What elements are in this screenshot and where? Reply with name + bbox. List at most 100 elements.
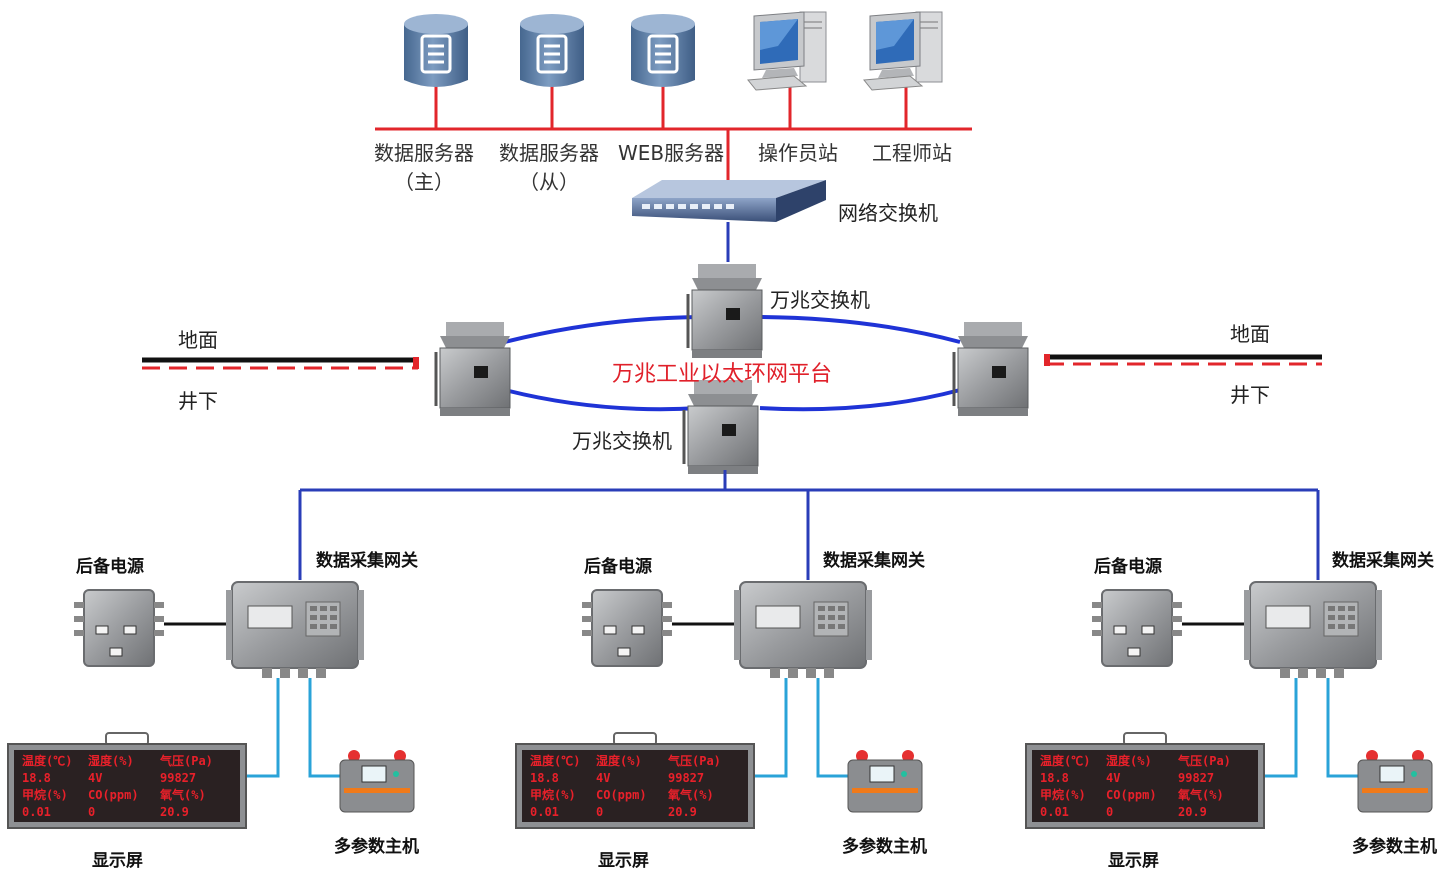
data-gateway-icon: [225, 581, 365, 679]
backup-power-label: 后备电源: [76, 557, 144, 577]
host-cable: [816, 678, 848, 778]
led-value: 气压(Pa): [159, 753, 213, 768]
led-value: 99827: [668, 771, 704, 785]
multi-parameter-host-icon: [339, 749, 415, 813]
database-server-icon: [518, 12, 586, 89]
host-cable: [308, 678, 340, 778]
led-value: 0.01: [22, 805, 51, 819]
led-value: 温度(℃): [1040, 753, 1090, 768]
server-name: WEB服务器: [618, 141, 725, 165]
led-value: 甲烷(%): [22, 787, 68, 802]
display-cable: [1264, 678, 1298, 778]
boundary-left: [142, 357, 419, 370]
network-switch-label: 网络交换机: [838, 201, 938, 225]
led-value: 温度(℃): [530, 753, 580, 768]
ground-label-right: 地面: [1230, 322, 1270, 346]
field-station-3: 温度(℃) 湿度(%) 气压(Pa) 18.8 4V 99827 甲烷(%) CO(ppm) 氧…: [1025, 581, 1433, 829]
server-name: 数据服务器: [499, 141, 599, 165]
display-cable: [246, 678, 280, 778]
backup-power-icon: [1091, 589, 1183, 667]
led-value: 0.01: [1040, 805, 1069, 819]
led-value: 20.9: [668, 805, 697, 819]
server-name: 数据服务器: [374, 141, 474, 165]
led-value: 20.9: [160, 805, 189, 819]
led-value: 0: [1106, 805, 1113, 819]
led-value: CO(ppm): [1106, 788, 1157, 802]
underground-label-left: 井下: [178, 389, 218, 413]
led-value: 湿度(%): [596, 753, 642, 768]
database-server-icon: [402, 12, 470, 89]
ring-platform-title: 万兆工业以太环网平台: [612, 362, 833, 387]
server-label-web: WEB服务器: [618, 137, 725, 166]
led-value: 4V: [596, 771, 610, 785]
ring-switch-bottom-icon: [682, 378, 760, 476]
display-cable: [754, 678, 788, 778]
led-value: 0.01: [530, 805, 559, 819]
field-station-1: 温度(℃) 湿度(%) 气压(Pa) 18.8 4V 99827 甲烷(%) CO(ppm) 氧…: [7, 581, 415, 829]
ring-switch-left-icon: [434, 320, 512, 418]
led-value: 0: [596, 805, 603, 819]
backup-power-icon: [581, 589, 673, 667]
ground-label-left: 地面: [178, 328, 218, 352]
host-label: 多参数主机: [1352, 837, 1437, 857]
led-value: 20.9: [1178, 805, 1207, 819]
ethernet-ring: [504, 315, 961, 412]
boundary-right: [1044, 354, 1322, 366]
display-label: 显示屏: [598, 851, 649, 871]
gateway-label: 数据采集网关: [823, 551, 925, 571]
gateway-label: 数据采集网关: [1332, 551, 1434, 571]
led-value: 4V: [88, 771, 102, 785]
database-server-icon: [629, 12, 697, 89]
led-value: 氧气(%): [159, 787, 206, 802]
field-bus: [298, 470, 1320, 580]
led-display-icon: 温度(℃) 湿度(%) 气压(Pa) 18.8 4V 99827 甲烷(%) CO(ppm) 氧…: [7, 732, 247, 829]
led-value: 气压(Pa): [667, 753, 721, 768]
led-value: 甲烷(%): [1040, 787, 1086, 802]
led-value: 湿度(%): [1106, 753, 1152, 768]
server-role: （主）: [394, 170, 454, 194]
led-value: CO(ppm): [596, 788, 647, 802]
host-label: 多参数主机: [334, 837, 419, 857]
multi-parameter-host-icon: [1357, 749, 1433, 813]
computer-workstation-icon: [747, 11, 827, 91]
ring-switch-top-icon: [686, 262, 764, 360]
led-value: 18.8: [1040, 771, 1069, 785]
lan-bus: [375, 86, 972, 182]
led-value: CO(ppm): [88, 788, 139, 802]
ring-switch-bottom-label: 万兆交换机: [572, 429, 672, 453]
led-value: 18.8: [530, 771, 559, 785]
led-value: 甲烷(%): [530, 787, 576, 802]
led-value: 氧气(%): [1177, 787, 1224, 802]
server-role: （从）: [519, 170, 579, 194]
led-value: 气压(Pa): [1177, 753, 1231, 768]
computer-workstation-icon: [863, 11, 943, 91]
backup-power-icon: [73, 589, 165, 667]
led-value: 湿度(%): [88, 753, 134, 768]
operator-station-label: 操作员站: [758, 141, 838, 165]
server-label-secondary: 数据服务器 （从）: [497, 137, 601, 195]
engineer-station-label: 工程师站: [872, 141, 952, 165]
host-cable: [1326, 678, 1358, 778]
backup-power-label: 后备电源: [1094, 557, 1162, 577]
led-value: 温度(℃): [22, 753, 72, 768]
host-label: 多参数主机: [842, 837, 927, 857]
data-gateway-icon: [733, 581, 873, 679]
display-label: 显示屏: [1108, 851, 1159, 871]
led-value: 0: [88, 805, 95, 819]
ring-switch-right-icon: [952, 320, 1030, 418]
display-label: 显示屏: [92, 851, 143, 871]
gateway-label: 数据采集网关: [316, 551, 418, 571]
led-display-icon: 温度(℃) 湿度(%) 气压(Pa) 18.8 4V 99827 甲烷(%) CO(ppm) 氧…: [1025, 732, 1265, 829]
backup-power-label: 后备电源: [584, 557, 652, 577]
led-value: 99827: [160, 771, 196, 785]
led-value: 18.8: [22, 771, 51, 785]
server-label-primary: 数据服务器 （主）: [372, 137, 476, 195]
data-gateway-icon: [1243, 581, 1383, 679]
network-switch-icon: [632, 180, 826, 222]
underground-label-right: 井下: [1230, 383, 1270, 407]
led-value: 4V: [1106, 771, 1120, 785]
led-value: 99827: [1178, 771, 1214, 785]
